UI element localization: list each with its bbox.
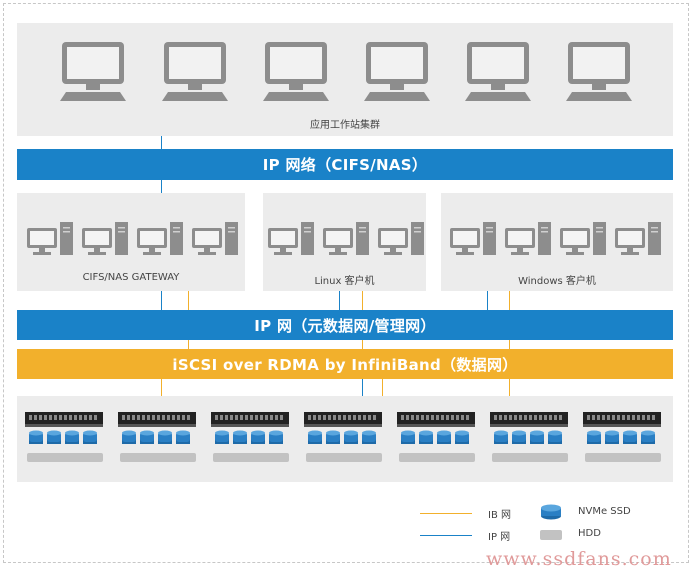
connector-line (339, 290, 340, 312)
legend-ib-label: IB 网 (488, 510, 511, 521)
storage-server-icon (397, 412, 475, 462)
storage-server-icon (490, 412, 568, 462)
desktop-tower-icon (450, 222, 496, 255)
monitor-icon (465, 42, 531, 101)
ip-metadata-band: IP 网（元数据网/管理网） (17, 310, 673, 340)
workstation-cluster-label: 应用工作站集群 (310, 120, 380, 131)
desktop-tower-icon (505, 222, 551, 255)
storage-server-icon (118, 412, 196, 462)
monitor-icon (162, 42, 228, 101)
client-group-label: CIFS/NAS GATEWAY (82, 272, 180, 283)
connector-line (487, 290, 488, 312)
desktop-tower-icon (615, 222, 661, 255)
legend-ib-line (420, 513, 472, 514)
storage-server-icon (583, 412, 661, 462)
legend-hdd-icon (540, 530, 562, 540)
client-group-label: Windows 客户机 (518, 276, 596, 287)
diagram-frame (3, 3, 689, 563)
legend-nvme-label: NVMe SSD (578, 506, 631, 517)
desktop-tower-icon (268, 222, 314, 255)
storage-server-icon (25, 412, 103, 462)
connector-line (509, 378, 510, 410)
monitor-icon (60, 42, 126, 101)
infiniband-data-band: iSCSI over RDMA by InfiniBand（数据网） (17, 349, 673, 379)
legend-nvme-icon (541, 504, 561, 520)
connector-line (161, 378, 162, 410)
desktop-tower-icon (560, 222, 606, 255)
client-group-label: Linux 客户机 (314, 276, 375, 287)
storage-server-icon (211, 412, 289, 462)
desktop-tower-icon (378, 222, 424, 255)
storage-server-icon (304, 412, 382, 462)
desktop-tower-icon (137, 222, 183, 255)
connector-line (382, 378, 383, 410)
watermark: www.ssdfans.com (486, 548, 672, 570)
legend-hdd-label: HDD (578, 528, 601, 539)
desktop-tower-icon (323, 222, 369, 255)
desktop-tower-icon (27, 222, 73, 255)
monitor-icon (364, 42, 430, 101)
legend-ip-label: IP 网 (488, 532, 511, 543)
desktop-tower-icon (82, 222, 128, 255)
connector-line (362, 378, 363, 410)
monitor-icon (566, 42, 632, 101)
connector-line (161, 290, 162, 312)
legend-ip-line (420, 535, 472, 536)
ip-cifs-nas-band: IP 网络（CIFS/NAS） (17, 149, 673, 180)
workstation-cluster-panel (17, 23, 673, 136)
desktop-tower-icon (192, 222, 238, 255)
monitor-icon (263, 42, 329, 101)
